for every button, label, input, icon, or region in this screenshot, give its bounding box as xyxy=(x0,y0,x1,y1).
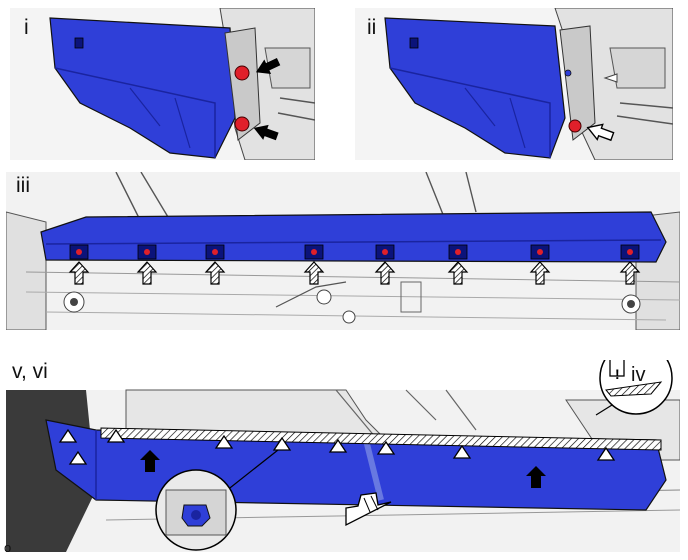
arrow-black-icon xyxy=(253,124,279,141)
panel-i: i xyxy=(10,8,315,160)
hollow-arrow-icon xyxy=(447,261,469,285)
panel-v-vi: v, vi ! iv xyxy=(6,360,680,552)
panel-label: ii xyxy=(367,16,377,39)
hollow-arrow-icon xyxy=(68,261,90,285)
callout-iv xyxy=(599,360,673,415)
panel-label: iii xyxy=(14,174,32,198)
clip-triangle-icon xyxy=(106,428,126,443)
panel-i-illustration xyxy=(10,8,315,160)
panel-v-vi-illustration xyxy=(6,360,680,552)
clip-triangle-row xyxy=(58,428,616,465)
clip-triangle-icon xyxy=(214,434,234,449)
hollow-arrow-icon xyxy=(619,261,641,285)
clip-row xyxy=(69,244,640,260)
clip-triangle-icon xyxy=(272,436,292,451)
clip-triangle-icon xyxy=(68,450,88,465)
clip-triangle-icon xyxy=(328,438,348,453)
callout-label: iv xyxy=(631,364,646,386)
hollow-arrow-icon xyxy=(529,261,551,285)
caution-icon xyxy=(609,360,625,377)
clip-triangle-icon xyxy=(376,440,396,455)
hollow-arrow-icon xyxy=(204,261,226,285)
detail-magnifier-icon xyxy=(155,469,237,551)
caution-symbol: ! xyxy=(615,366,620,382)
pin-hole xyxy=(564,69,572,77)
panel-label: i xyxy=(24,16,29,39)
clip-triangle-icon xyxy=(452,444,472,459)
hollow-arrow-icon xyxy=(303,261,325,285)
arrow-up-icon xyxy=(526,466,546,488)
hollow-arrow-icon xyxy=(136,261,158,285)
tape-strip xyxy=(100,427,662,451)
hollow-arrow-row xyxy=(68,261,641,285)
panel-iii: iii xyxy=(6,172,680,330)
panel-label: v, vi xyxy=(10,360,50,384)
hollow-arrow-icon xyxy=(374,261,396,285)
panel-ii: ii xyxy=(355,8,673,160)
arrow-up-icon xyxy=(140,450,160,472)
pin-lower xyxy=(568,119,582,133)
panel-iii-illustration xyxy=(6,172,680,330)
clip-triangle-icon xyxy=(58,428,78,443)
figure-code: o xyxy=(4,540,12,555)
pin-upper xyxy=(234,65,250,81)
arrow-black-icon xyxy=(255,58,281,74)
clip-triangle-icon xyxy=(596,446,616,461)
pin-lower xyxy=(234,116,250,132)
panel-ii-illustration xyxy=(355,8,673,160)
hollow-arrow-icon xyxy=(586,123,615,142)
